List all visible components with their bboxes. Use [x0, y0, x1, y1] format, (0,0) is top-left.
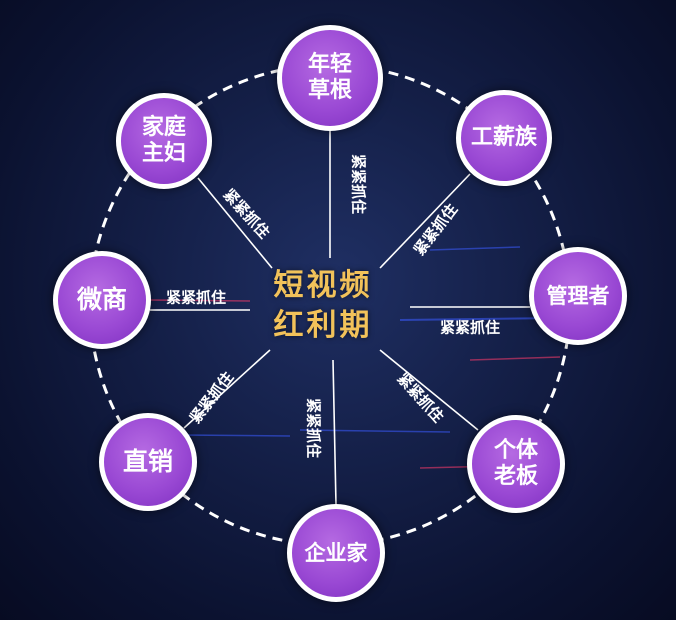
- node-label-manager: 管理者: [546, 283, 610, 308]
- spoke-line-office-worker: [379, 173, 471, 269]
- node-label-office-worker: 工薪族: [470, 125, 537, 151]
- node-housewife: 家庭 主妇: [116, 93, 212, 189]
- center-title-line-2: 红利期: [273, 308, 373, 343]
- node-label-housewife: 家庭 主妇: [141, 115, 186, 166]
- spoke-line-entrepreneur: [332, 359, 337, 506]
- spokes-group: [150, 128, 530, 506]
- spoke-label-entrepreneur: 紧紧抓住: [305, 398, 323, 458]
- spoke-line-housewife: [197, 177, 273, 269]
- center-title: 短视频 红利期: [258, 266, 388, 346]
- node-direct-sales: 直销: [99, 413, 197, 511]
- node-label-direct-sales: 直销: [122, 447, 173, 477]
- node-young-grassroots: 年轻 草根: [277, 25, 383, 131]
- node-office-worker: 工薪族: [456, 90, 552, 186]
- spoke-label-wechat-merchant: 紧紧抓住: [166, 289, 226, 307]
- background-streaks: [149, 246, 561, 469]
- node-entrepreneur: 企业家: [287, 504, 385, 602]
- spoke-line-direct-sales: [183, 349, 271, 429]
- spoke-label-manager: 紧紧抓住: [440, 319, 500, 337]
- node-wechat-merchant: 微商: [53, 251, 151, 349]
- node-label-entrepreneur: 企业家: [304, 540, 368, 565]
- center-title-line-1: 短视频: [273, 268, 373, 303]
- spoke-label-young-grassroots: 紧紧抓住: [350, 154, 368, 214]
- node-label-young-grassroots: 年轻 草根: [307, 52, 352, 103]
- node-label-wechat-merchant: 微商: [76, 285, 127, 315]
- node-label-small-business-owner: 个体 老板: [493, 438, 538, 489]
- node-small-business-owner: 个体 老板: [467, 415, 565, 513]
- spoke-label-direct-sales: 紧紧抓住: [186, 369, 237, 427]
- spoke-line-small-business-owner: [379, 349, 479, 431]
- node-manager: 管理者: [529, 247, 627, 345]
